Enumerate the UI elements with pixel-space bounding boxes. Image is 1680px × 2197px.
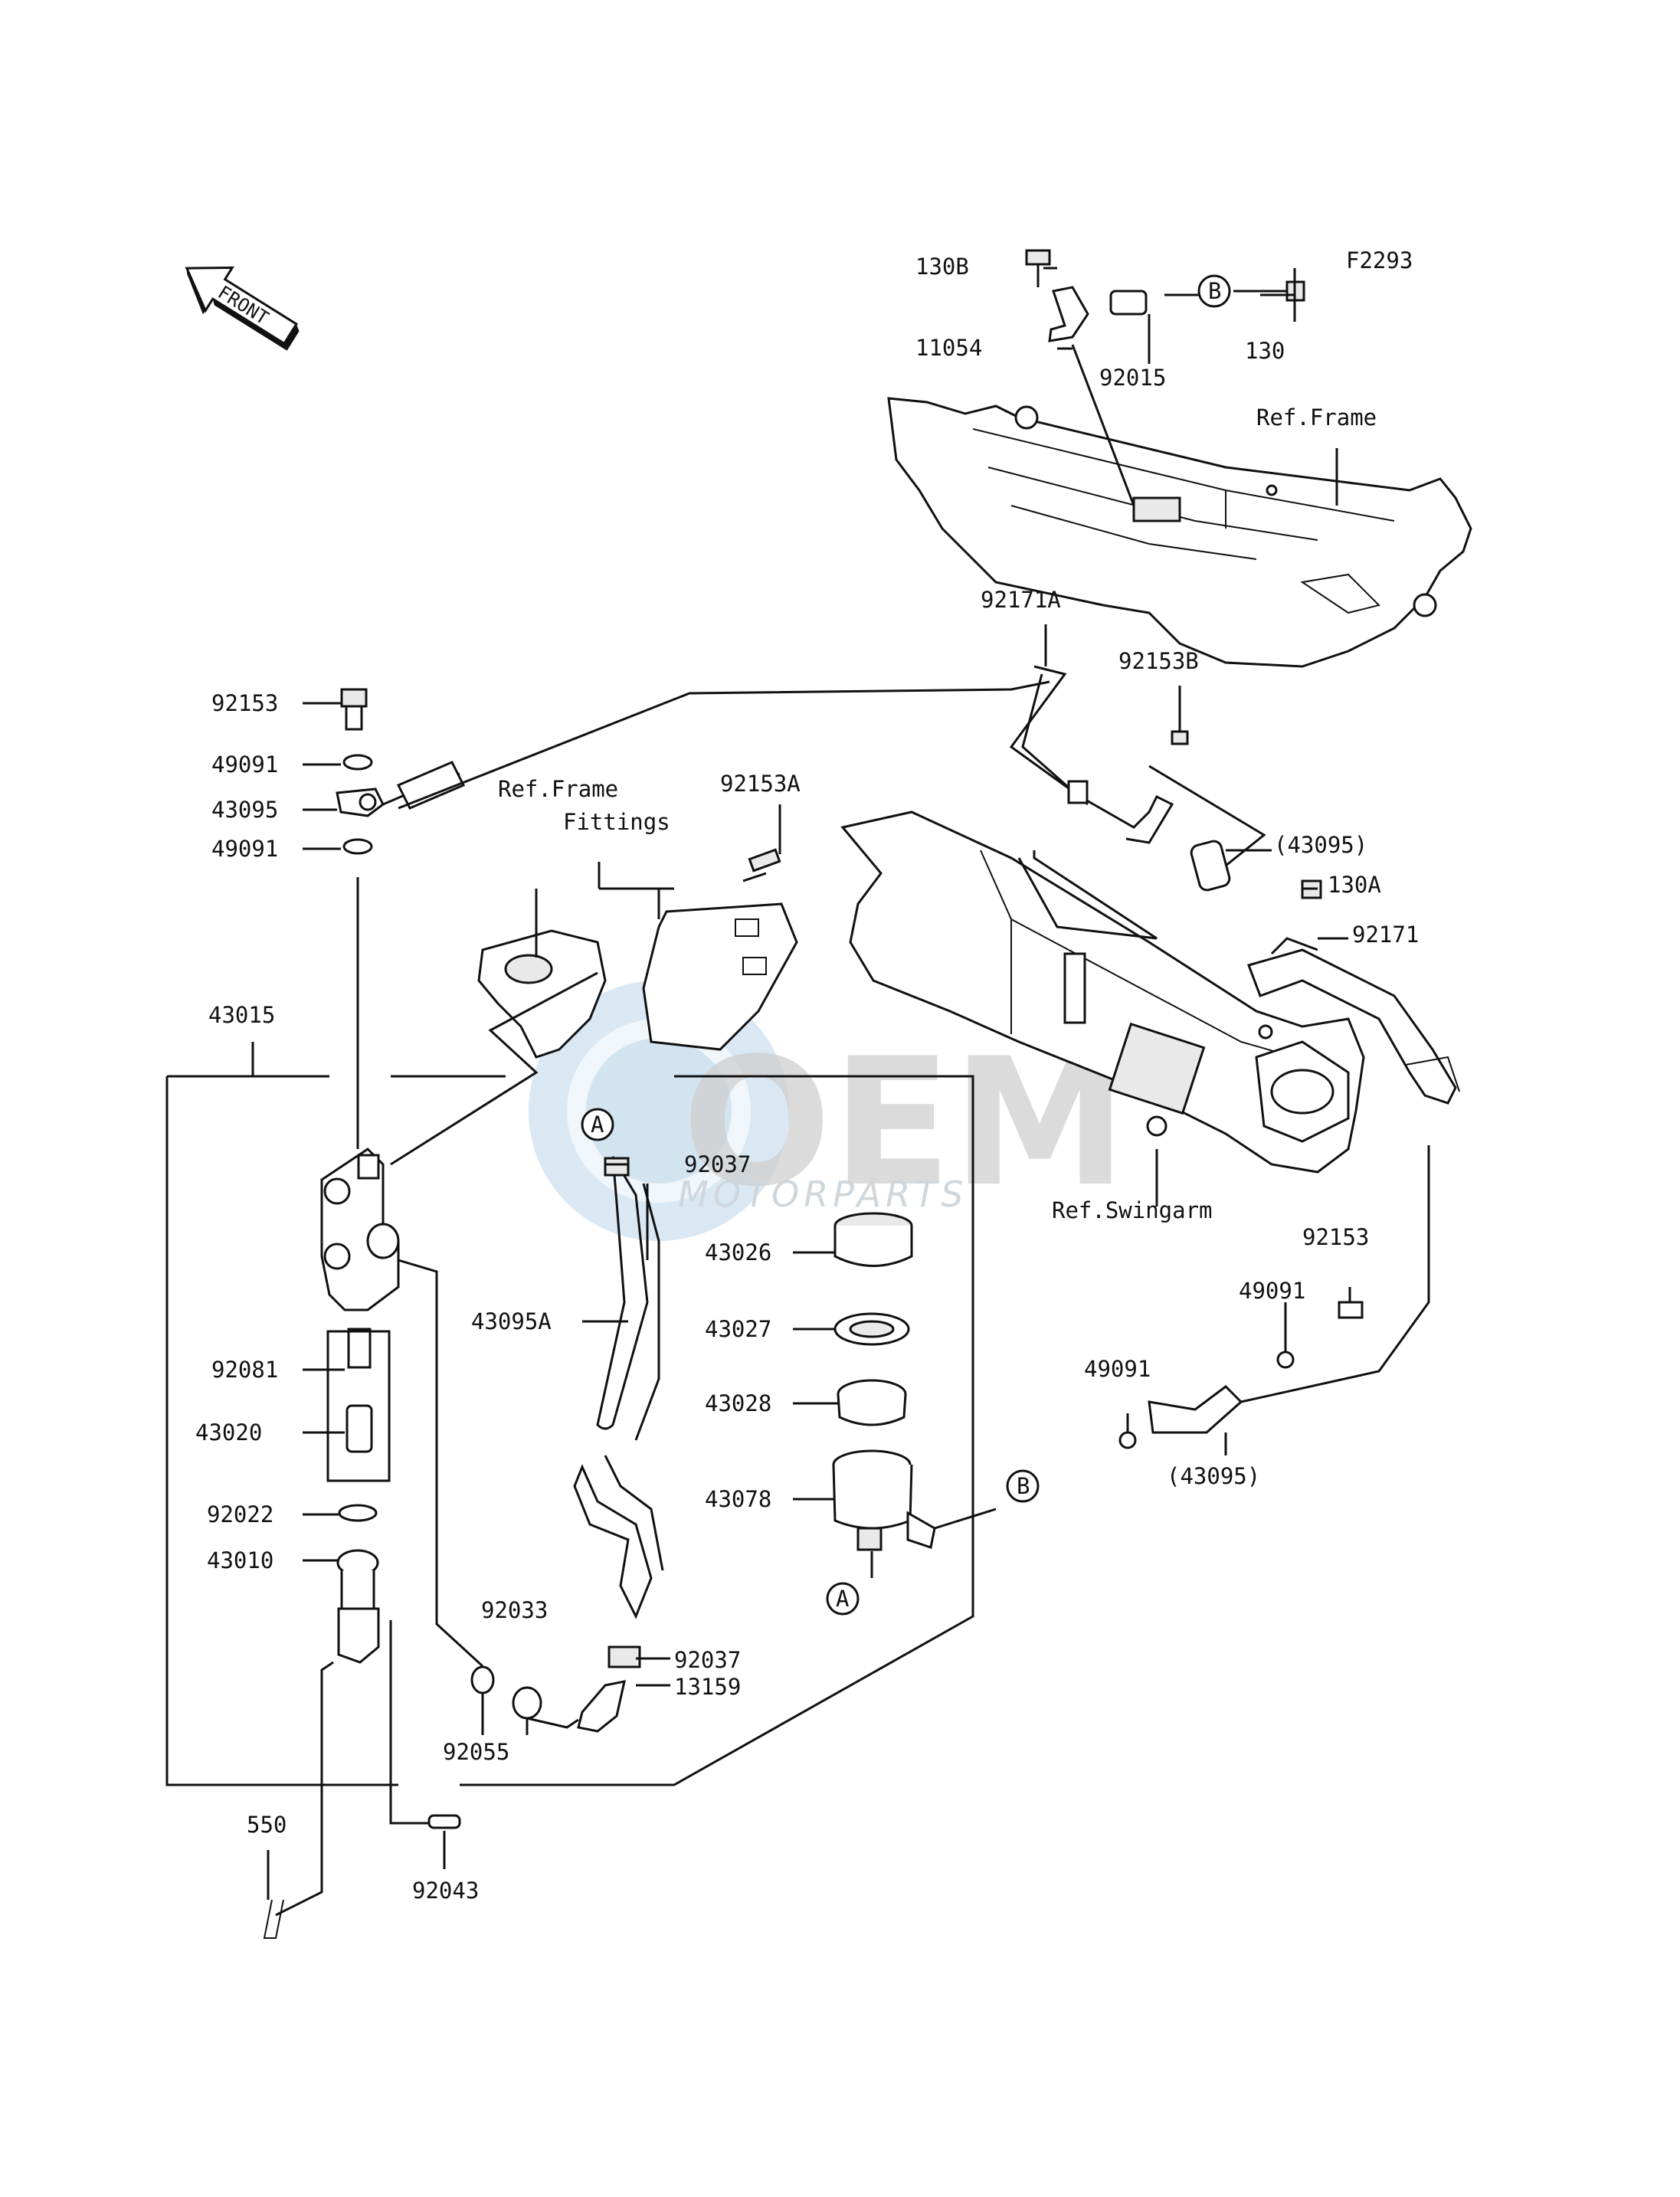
bracket-parts	[1025, 249, 1305, 342]
svg-text:A: A	[836, 1586, 849, 1612]
part-92171A: 92171A	[981, 587, 1061, 613]
part-49091-b: 49091	[211, 836, 278, 862]
part-92043: 92043	[412, 1878, 479, 1904]
part-92171: 92171	[1352, 922, 1419, 948]
leader-lines	[165, 267, 1430, 1917]
part-13159: 13159	[674, 1674, 741, 1700]
reservoir-parts	[832, 1212, 936, 1551]
part-92037-a: 92037	[684, 1151, 751, 1177]
part-130A: 130A	[1328, 872, 1381, 898]
part-43020: 43020	[195, 1419, 262, 1446]
marker-b-reservoir: B	[1006, 1469, 1040, 1503]
part-43015: 43015	[208, 1002, 275, 1028]
part-43010: 43010	[207, 1547, 273, 1573]
part-43028: 43028	[705, 1390, 771, 1416]
ref-frame-fittings-label-1: Ref.Frame	[498, 776, 618, 802]
part-43095: 43095	[211, 797, 278, 823]
marker-a-hose: A	[581, 1108, 614, 1141]
diagram-code: F2293	[1346, 247, 1413, 273]
part-43078: 43078	[705, 1486, 771, 1512]
front-arrow-icon: FRONT	[185, 266, 300, 351]
part-130: 130	[1245, 338, 1285, 364]
watermark-sub: MOTORPARTS	[678, 1174, 968, 1215]
svg-text:B: B	[1017, 1473, 1030, 1499]
svg-text:A: A	[591, 1112, 604, 1138]
part-92055: 92055	[443, 1739, 509, 1765]
master-cylinder	[263, 688, 542, 1939]
frame-fittings	[477, 848, 798, 1059]
part-130B: 130B	[915, 254, 969, 280]
part-92037-b: 92037	[674, 1647, 741, 1673]
part-49091-a: 49091	[211, 751, 278, 778]
part-92153-right: 92153	[1302, 1224, 1369, 1250]
part-11054: 11054	[915, 335, 982, 361]
part-43095-ref-1: (43095)	[1274, 832, 1367, 858]
part-92153-top: 92153	[211, 690, 278, 716]
part-92015: 92015	[1099, 365, 1166, 391]
swingarm	[840, 810, 1365, 1174]
part-43095A: 43095A	[471, 1308, 552, 1334]
ref-frame-fittings-label-2: Fittings	[563, 809, 670, 835]
part-49091-r2: 49091	[1084, 1356, 1151, 1382]
marker-a-reservoir: A	[826, 1582, 860, 1616]
part-550: 550	[247, 1812, 287, 1838]
part-92033: 92033	[481, 1597, 548, 1623]
ref-swingarm-label: Ref.Swingarm	[1052, 1197, 1213, 1223]
ref-frame-label: Ref.Frame	[1256, 404, 1377, 431]
brake-rod	[1009, 665, 1460, 1105]
svg-text:B: B	[1208, 278, 1221, 304]
part-43027: 43027	[705, 1316, 771, 1342]
part-43095-ref-2: (43095)	[1167, 1463, 1260, 1489]
part-92081: 92081	[211, 1357, 278, 1383]
part-43026: 43026	[705, 1239, 771, 1265]
part-92153A: 92153A	[720, 771, 801, 797]
part-92022: 92022	[207, 1501, 273, 1527]
part-92153B: 92153B	[1118, 648, 1199, 674]
hose	[573, 1156, 664, 1733]
frame-assembly	[887, 397, 1472, 668]
marker-b-top: B	[1197, 274, 1231, 308]
part-49091-r1: 49091	[1239, 1278, 1305, 1304]
